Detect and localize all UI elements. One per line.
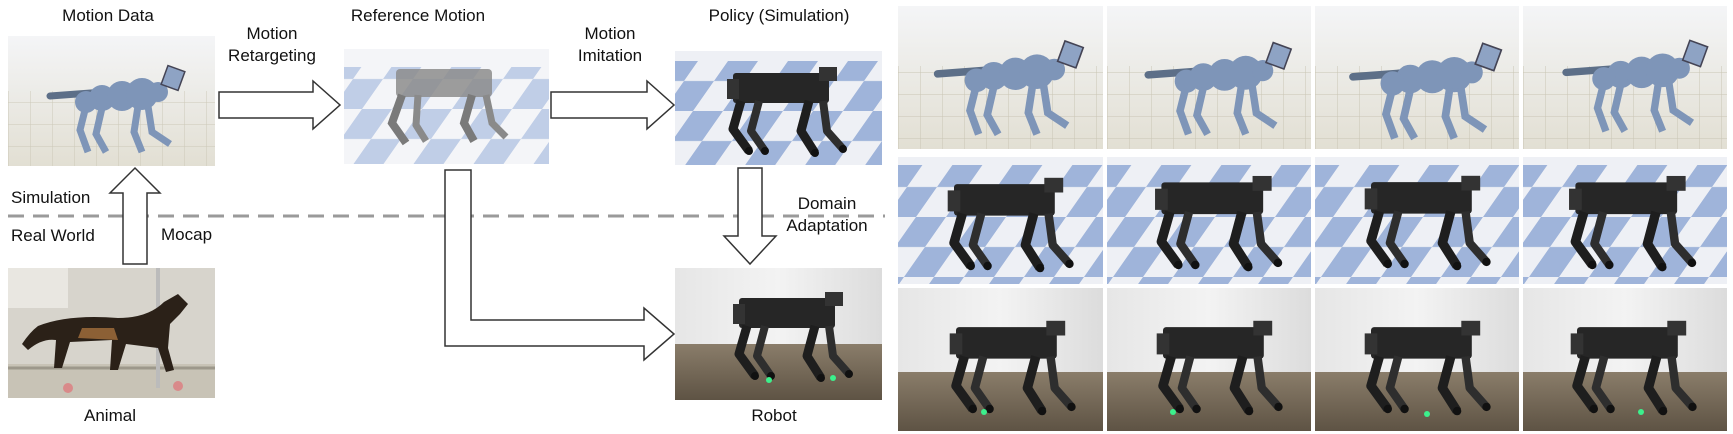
- simulation-label: Simulation: [11, 188, 91, 207]
- mocap-label: Mocap: [161, 225, 213, 244]
- retargeting-label-1: Motion: [246, 24, 298, 43]
- imitation-label-1: Motion: [584, 24, 636, 43]
- robot-caption: Robot: [751, 406, 797, 425]
- grid-motion-data-4: [1523, 6, 1727, 149]
- reference-motion-image: [344, 49, 549, 164]
- reference-motion-title: Reference Motion: [350, 6, 486, 25]
- domain-label-2: Adaptation: [786, 216, 868, 235]
- retargeting-label-2: Retargeting: [228, 46, 316, 65]
- grid-simulation-4: [1523, 157, 1727, 284]
- domain-label-1: Domain: [797, 194, 857, 213]
- grid-simulation-2: [1107, 157, 1311, 284]
- reference-to-robot-arrow: [444, 169, 676, 362]
- grid-motion-data-3: [1315, 6, 1519, 149]
- domain-adaptation-arrow: [722, 167, 778, 266]
- grid-simulation-3: [1315, 157, 1519, 284]
- real-world-label: Real World: [11, 226, 95, 245]
- grid-real-robot-2: [1107, 288, 1311, 431]
- mocap-arrow: [108, 166, 162, 265]
- retargeting-arrow: [218, 79, 342, 131]
- grid-real-robot-1: [898, 288, 1103, 431]
- policy-simulation-image: [675, 51, 882, 165]
- animal-photo: [8, 268, 215, 398]
- grid-motion-data-1: [898, 6, 1103, 149]
- motion-data-image: [8, 36, 215, 166]
- grid-simulation-1: [898, 157, 1103, 284]
- imitation-arrow: [550, 79, 676, 131]
- imitation-label-2: Imitation: [577, 46, 643, 65]
- policy-simulation-title: Policy (Simulation): [708, 6, 850, 25]
- animal-caption: Animal: [84, 406, 136, 425]
- grid-motion-data-2: [1107, 6, 1311, 149]
- grid-real-robot-3: [1315, 288, 1519, 431]
- grid-real-robot-4: [1523, 288, 1727, 431]
- motion-data-title: Motion Data: [62, 6, 154, 25]
- real-robot-image: [675, 268, 882, 400]
